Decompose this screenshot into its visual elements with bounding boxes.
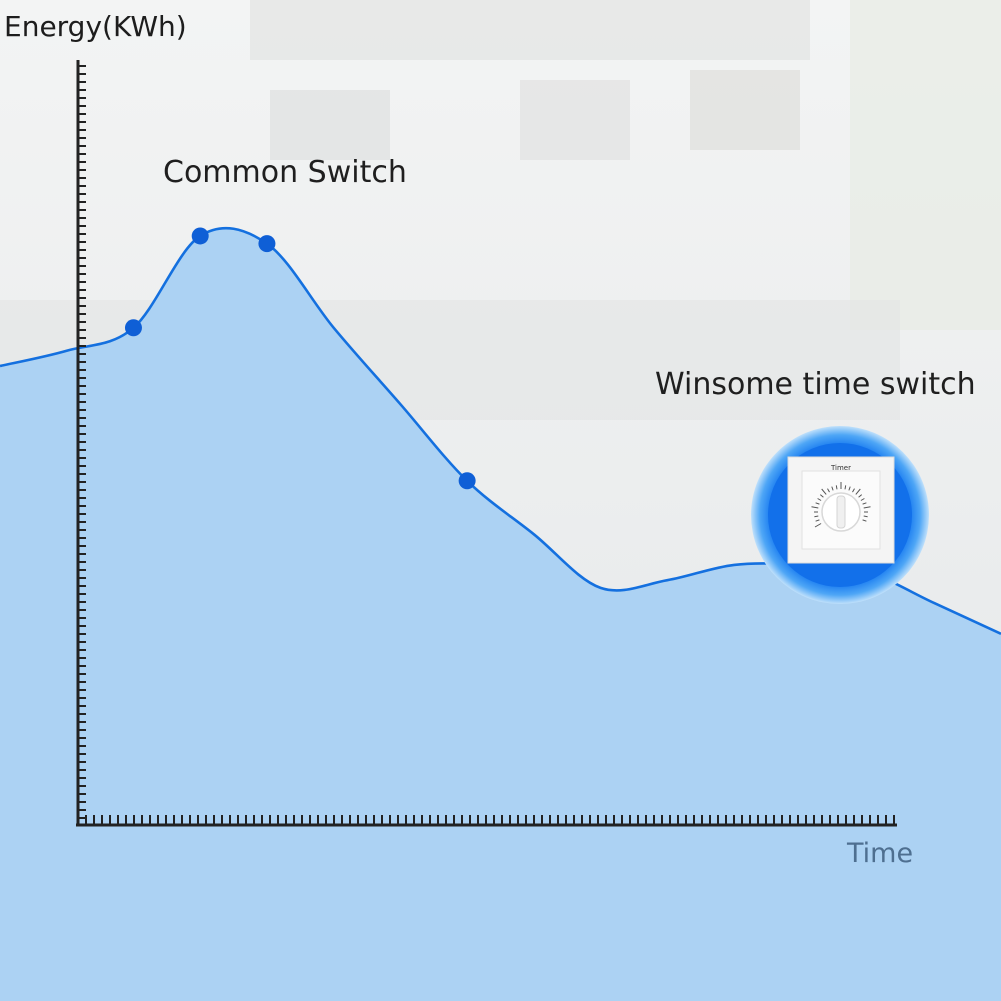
y-axis-ticks bbox=[78, 65, 86, 819]
dial-tick-14 bbox=[844, 485, 847, 490]
data-point-1 bbox=[124, 319, 142, 337]
data-point-4 bbox=[458, 472, 476, 490]
dial-tick-16 bbox=[852, 488, 855, 493]
dial-tick-11 bbox=[831, 486, 834, 491]
dial-tick-7 bbox=[817, 498, 822, 501]
x-axis-ticks bbox=[85, 815, 895, 825]
dial-tick-6 bbox=[815, 502, 820, 505]
data-point-2 bbox=[191, 227, 209, 245]
highlighted-points bbox=[124, 227, 476, 490]
y-axis-label: Energy(KWh) bbox=[4, 10, 187, 43]
timer-switch-badge: Timer bbox=[751, 426, 929, 604]
dial-tick-23 bbox=[863, 515, 868, 518]
x-axis-label: Time bbox=[847, 838, 914, 869]
dial-tick-1 bbox=[814, 523, 822, 528]
energy-area-fill bbox=[0, 228, 1001, 1001]
dial-tick-9 bbox=[821, 488, 827, 495]
dial-tick-10 bbox=[827, 488, 830, 493]
dial-tick-12 bbox=[835, 485, 838, 490]
dial-tick-5 bbox=[811, 506, 819, 509]
dial-tick-15 bbox=[848, 486, 851, 491]
dial-tick-17 bbox=[855, 488, 861, 495]
dial-tick-20 bbox=[862, 502, 867, 505]
dial-tick-19 bbox=[860, 498, 865, 501]
dial-tick-2 bbox=[815, 519, 820, 522]
dial-tick-18 bbox=[858, 494, 863, 498]
dial-tick-21 bbox=[863, 506, 871, 509]
dial-tick-24 bbox=[862, 519, 867, 522]
dial-tick-8 bbox=[819, 494, 824, 498]
annotation-common-switch: Common Switch bbox=[163, 155, 407, 190]
timer-plate-label: Timer bbox=[830, 464, 851, 472]
annotation-winsome-time-switch: Winsome time switch bbox=[655, 367, 976, 402]
timer-dial-ticks bbox=[811, 482, 871, 528]
chart-axes bbox=[76, 60, 897, 827]
timer-dial-grip bbox=[836, 495, 846, 529]
data-point-3 bbox=[258, 235, 276, 253]
dial-tick-3 bbox=[814, 515, 819, 518]
